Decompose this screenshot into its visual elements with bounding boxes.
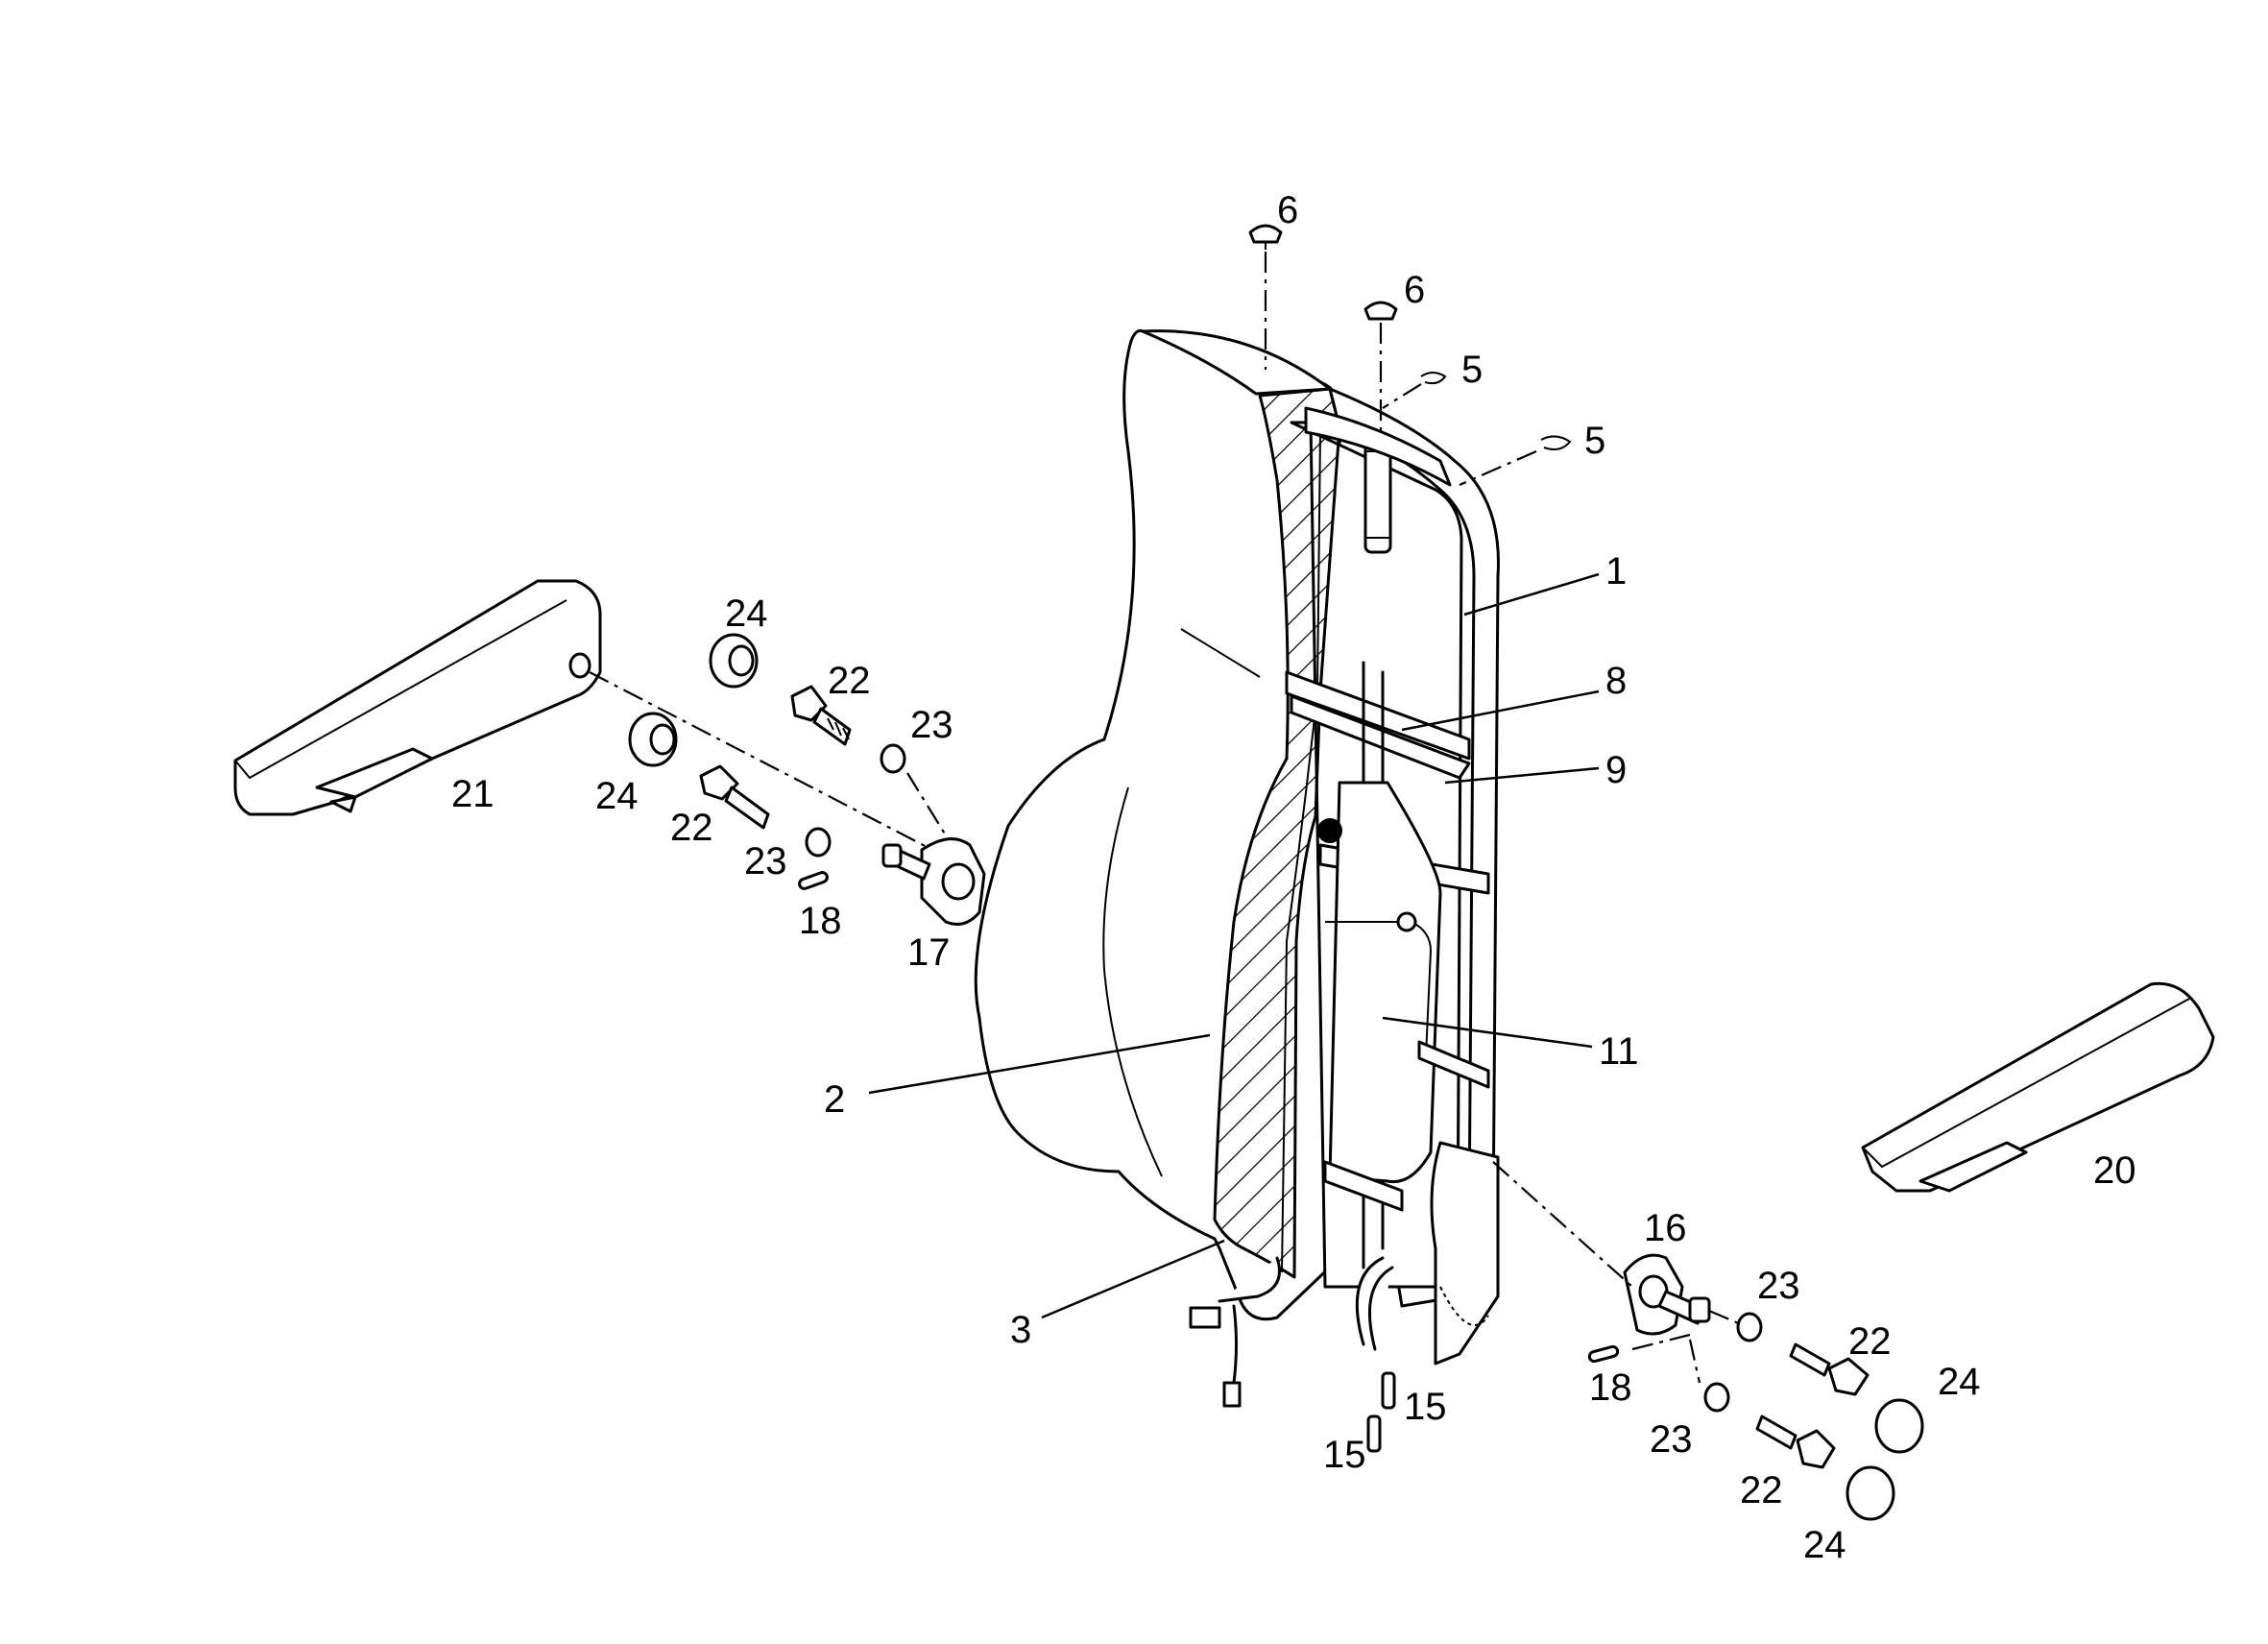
- callout-8: 8: [1605, 660, 1627, 702]
- callout-24: 24: [595, 775, 639, 817]
- foam-cross-section: [1213, 387, 1341, 1279]
- callout-5: 5: [1461, 349, 1483, 391]
- callout-24: 24: [1938, 1361, 1981, 1403]
- callout-18: 18: [1589, 1366, 1632, 1409]
- callout-23: 23: [744, 840, 787, 882]
- seat-back-assembly: [974, 329, 1500, 1453]
- callout-15: 15: [1323, 1434, 1366, 1476]
- callout-22: 22: [828, 660, 871, 702]
- callout-22: 22: [670, 807, 713, 849]
- callout-17: 17: [907, 931, 951, 974]
- callout-6: 6: [1277, 189, 1298, 231]
- callout-1: 1: [1605, 550, 1627, 592]
- right-armrest-group: [1492, 981, 2215, 1521]
- callout-21: 21: [451, 773, 495, 815]
- left-armrest-group: [233, 579, 986, 926]
- callout-labels: 6 6 5 5 1 8 9 11 2 3 21 24 22 23 24 22 2…: [451, 189, 2136, 1566]
- callout-16: 16: [1644, 1207, 1687, 1249]
- callout-2: 2: [824, 1078, 845, 1121]
- callout-11: 11: [1599, 1030, 1639, 1073]
- callout-6: 6: [1404, 269, 1425, 311]
- callout-3: 3: [1010, 1309, 1031, 1351]
- callout-5: 5: [1584, 420, 1605, 462]
- callout-23: 23: [1650, 1418, 1693, 1461]
- callout-24: 24: [725, 592, 768, 635]
- callout-22: 22: [1740, 1469, 1783, 1511]
- callout-23: 23: [1757, 1265, 1800, 1307]
- callout-9: 9: [1605, 749, 1627, 791]
- top-fasteners: [1248, 224, 1572, 487]
- callout-22: 22: [1848, 1320, 1892, 1363]
- callout-15: 15: [1404, 1386, 1447, 1428]
- callout-20: 20: [2093, 1149, 2136, 1192]
- callout-24: 24: [1803, 1524, 1846, 1566]
- callout-23: 23: [910, 704, 953, 746]
- leader-lines: [868, 572, 1600, 1319]
- callout-18: 18: [799, 900, 842, 942]
